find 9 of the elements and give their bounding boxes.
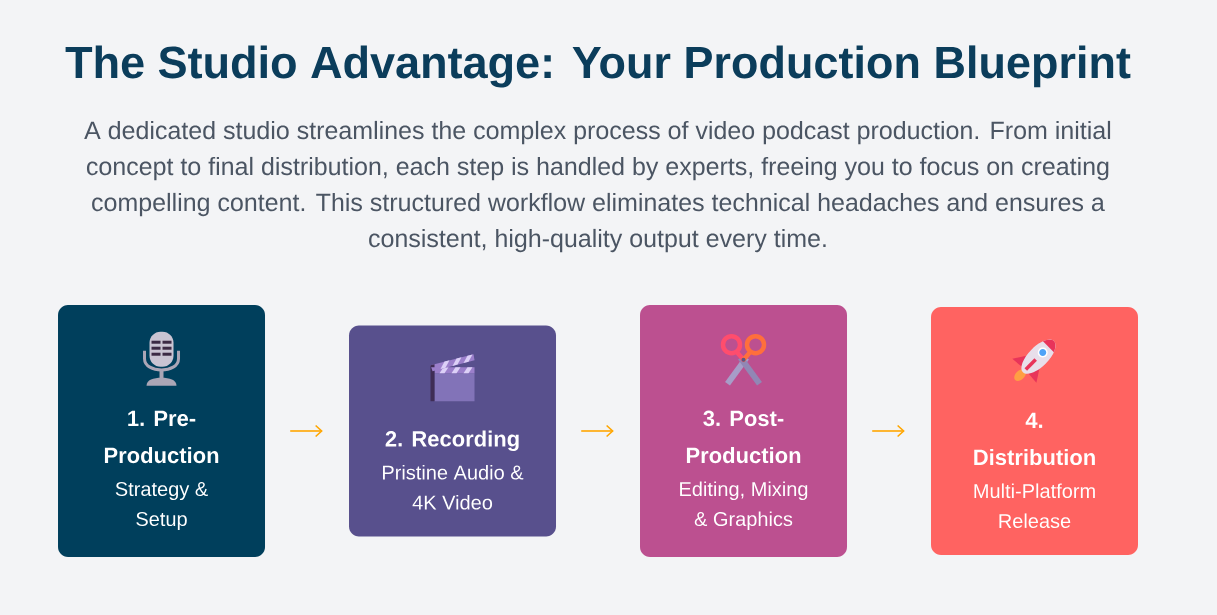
title: The Studio Advantage: Your Production Blueprint [65,45,1131,88]
step-card: 3. Post-Production Editing, Mixing & Graphics [640,304,847,558]
step-card: 4. Distribution Multi-Platform Release [931,306,1138,556]
description-text: A dedicated studio streamlines the complex process of video podcast production. From initial concept to final distribution, each step is handled by experts, freeing you to focus on creating compelling content. This structured workflow eliminates technical headaches and ensures a consistent, high-quality output every time. [84,120,1111,253]
arrow [871,424,905,438]
arrow [580,424,614,438]
step-card: 2. Recording Pristine Audio & 4K Video [349,325,556,537]
arrow [289,424,323,438]
step-card: 1. Pre-Production Strategy & Setup [58,304,265,558]
